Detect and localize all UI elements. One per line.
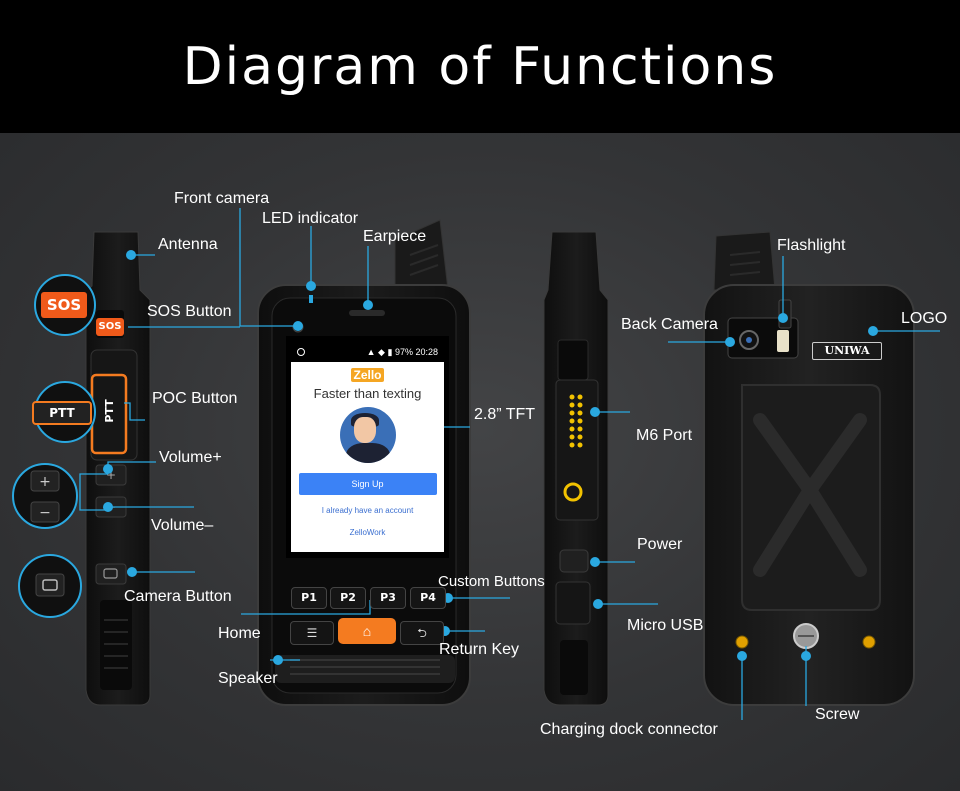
key-p1[interactable]: P1	[291, 587, 327, 609]
return-key[interactable]: ⮌	[400, 621, 444, 645]
label-antenna: Antenna	[158, 236, 218, 253]
illustration-avatar	[339, 407, 396, 463]
ptt-side-label: PTT	[103, 399, 116, 423]
label-custom-buttons: Custom Buttons	[438, 573, 545, 590]
svg-text:−: −	[39, 505, 51, 521]
ptt-zoom-badge: PTT	[32, 401, 92, 425]
key-p3[interactable]: P3	[370, 587, 406, 609]
label-earpiece: Earpiece	[363, 228, 427, 245]
label-speaker: Speaker	[218, 670, 278, 687]
signup-button[interactable]: Sign Up	[298, 473, 437, 495]
home-key[interactable]: ⌂	[338, 618, 396, 644]
label-sos-button: SOS Button	[147, 303, 232, 320]
label-micro-usb: Micro USB	[627, 617, 704, 634]
sos-zoom-badge: SOS	[41, 292, 87, 318]
zellowork-link[interactable]: ZelloWork	[349, 528, 386, 537]
have-account-link[interactable]: I already have an account	[321, 506, 414, 515]
label-tft: 2.8” TFT	[474, 406, 536, 423]
label-screw: Screw	[815, 706, 860, 723]
header-bar: Diagram of Functions	[0, 0, 960, 133]
label-front-camera: Front camera	[174, 190, 270, 207]
callout-lines	[79, 208, 940, 720]
page-title: Diagram of Functions	[182, 36, 778, 97]
label-home: Home	[218, 625, 261, 642]
label-back-camera: Back Camera	[621, 316, 718, 333]
phone-right-side	[543, 231, 609, 706]
phone-screen: ▲ ◆ ▮ 97% 20:28 Zello Faster than textin…	[291, 342, 444, 552]
label-flashlight: Flashlight	[777, 237, 846, 254]
key-p4[interactable]: P4	[410, 587, 446, 609]
label-power: Power	[637, 536, 683, 553]
label-m6-port: M6 Port	[636, 427, 693, 444]
label-return-key: Return Key	[439, 641, 520, 658]
label-volume-plus: Volume+	[159, 449, 222, 466]
battery-level: 97%	[394, 346, 413, 357]
app-tagline: Faster than texting	[313, 386, 422, 401]
circle-icon	[297, 348, 305, 356]
status-time: 20:28	[415, 346, 438, 357]
label-led-indicator: LED indicator	[262, 210, 359, 227]
phone-back	[703, 231, 915, 706]
sos-button-badge: SOS	[96, 318, 124, 336]
svg-text:+: +	[39, 474, 51, 490]
label-volume-minus: Volume–	[151, 517, 214, 534]
label-charging-dock: Charging dock connector	[540, 721, 718, 738]
key-p2[interactable]: P2	[330, 587, 366, 609]
svg-text:+: +	[106, 468, 116, 482]
status-bar: ▲ ◆ ▮ 97% 20:28	[291, 342, 444, 362]
app-logo: Zello	[351, 368, 384, 382]
label-poc-button: POC Button	[152, 390, 238, 407]
uniwa-logo: UNIWA	[812, 342, 882, 360]
label-camera-button: Camera Button	[124, 588, 232, 605]
label-logo: LOGO	[901, 310, 948, 327]
menu-key[interactable]: ☰	[290, 621, 334, 645]
